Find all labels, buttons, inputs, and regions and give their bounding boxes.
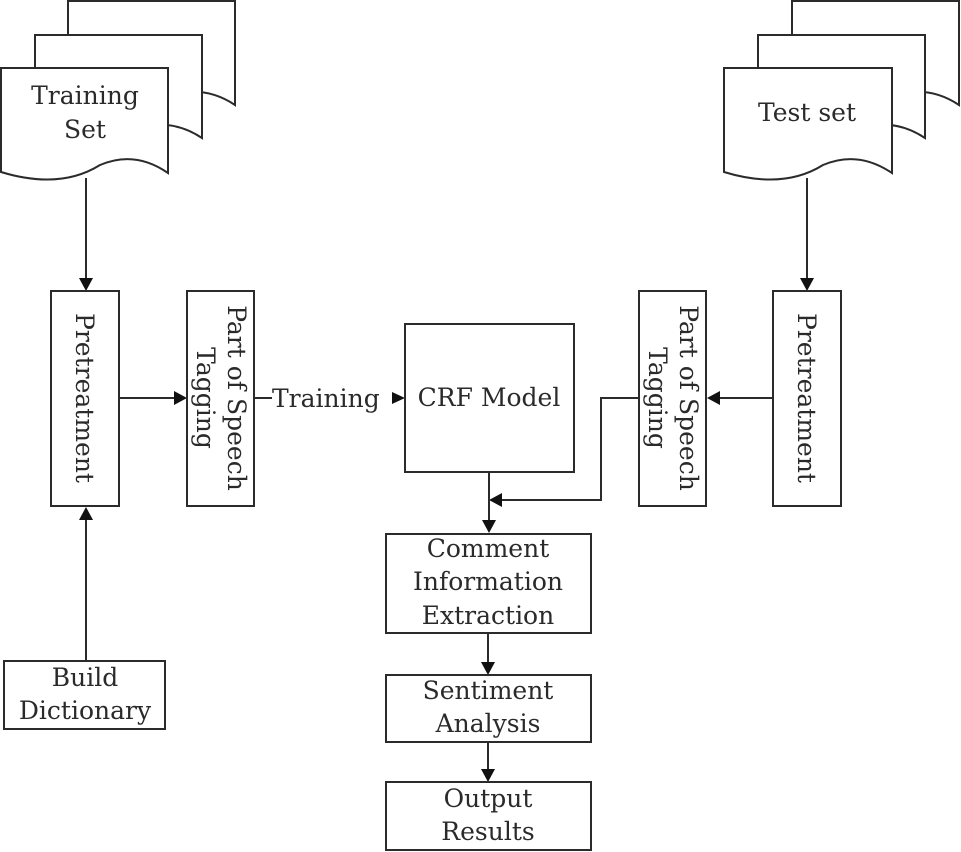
test-set-node: Test set [723,0,960,181]
arrowhead [79,507,93,520]
pos-tagging-left-box [186,290,255,507]
test-set-label: Test set [758,98,856,127]
pretreatment-right-box [772,290,842,507]
arrowhead [392,392,405,404]
arrowhead [707,391,720,405]
pretreatment-left-node: Pretreatment [50,290,120,507]
sentiment-analysis-label-line1: Sentiment [423,676,554,705]
pos-tagging-right-node: Part of Speech Tagging [638,290,707,507]
build-dictionary-label-line2: Dictionary [19,696,152,725]
comment-extraction-node: Comment Information Extraction [385,533,592,634]
arrowhead [489,493,502,507]
comment-extraction-label-line1: Comment [427,534,550,563]
pretreatment-left-label: Pretreatment [70,313,99,483]
pos-tagging-right-label-line1: Part of Speech [674,305,703,491]
pos-tagging-right-label-line2: Tagging [643,347,672,449]
output-results-label-line1: Output [444,784,533,813]
sentiment-analysis-label-line2: Analysis [435,709,541,738]
pos-tagging-left-node: Part of Speech Tagging [186,290,255,507]
output-results-box [385,781,592,851]
pretreatment-right-label: Pretreatment [792,313,821,483]
edge-label-training: Training [272,384,380,413]
arrowhead [481,769,495,782]
output-results-node: Output Results [385,781,592,851]
training-set-label-line1: Training [31,81,139,110]
arrowhead [174,391,187,405]
comment-extraction-box [385,533,592,634]
pos-tagging-left-label-line2: Tagging [191,347,220,449]
pos-tagging-left-label-line1: Part of Speech [222,305,251,491]
build-dictionary-node: Build Dictionary [3,660,166,730]
training-set-node: Training Set [0,0,236,181]
comment-extraction-label-line2: Information [413,567,563,596]
edge-pos-tagging-right-to-extraction [500,397,639,501]
build-dictionary-label-line1: Build [52,663,118,692]
pretreatment-left-box [50,290,120,507]
pretreatment-right-node: Pretreatment [772,290,842,507]
sentiment-analysis-node: Sentiment Analysis [385,674,592,743]
test-set-page-front [723,67,893,181]
output-results-label-line2: Results [441,817,534,846]
build-dictionary-box [3,660,166,730]
training-set-page-front [0,67,169,181]
crf-model-node: CRF Model [404,323,575,473]
arrowhead [79,278,93,291]
crf-model-label: CRF Model [418,383,561,412]
training-set-label-line2: Set [64,115,106,144]
sentiment-analysis-box [385,674,592,743]
arrowhead [482,520,496,533]
arrowhead [481,662,495,675]
comment-extraction-label-line3: Extraction [422,601,554,630]
arrowhead [800,278,814,291]
crf-model-box [404,323,575,473]
